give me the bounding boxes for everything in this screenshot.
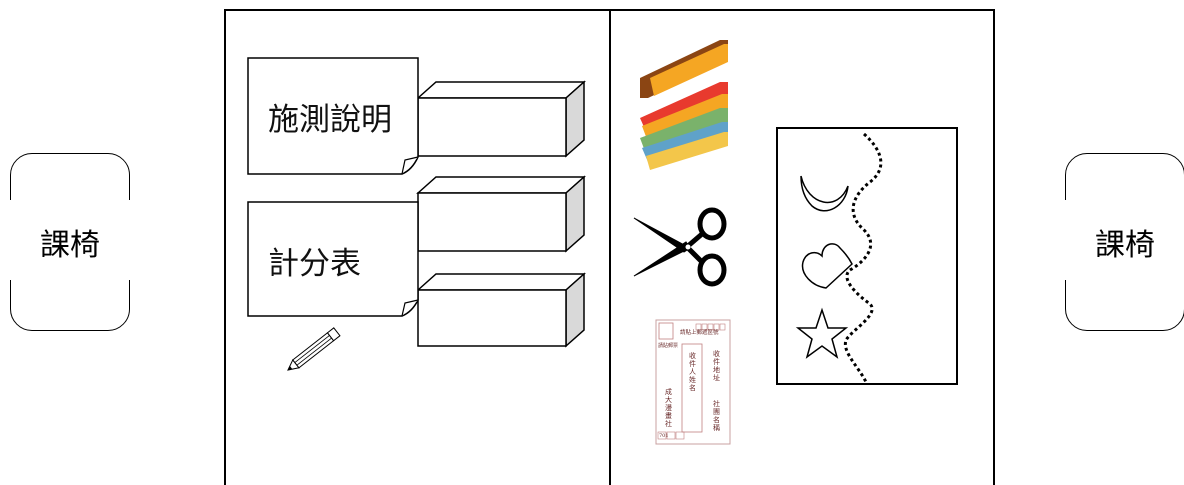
envelope-club: 社團名稱 xyxy=(713,400,720,432)
crayons-icon xyxy=(640,40,728,170)
envelope-sender: 成大漫畫社 xyxy=(665,388,672,428)
envelope-postal: 701 xyxy=(659,433,669,439)
envelope-stamp: 請貼郵票 xyxy=(658,343,679,349)
box-bottom xyxy=(416,272,586,348)
left-chair: 課椅 xyxy=(7,153,133,331)
dotted-cut-line xyxy=(843,132,883,383)
instructions-label: 施測說明 xyxy=(268,102,392,138)
left-chair-label: 課椅 xyxy=(40,228,100,263)
cutting-sheet-icon xyxy=(776,127,958,385)
right-chair: 課椅 xyxy=(1062,153,1184,331)
right-table xyxy=(609,9,995,485)
right-chair-label: 課椅 xyxy=(1095,228,1155,263)
envelope-title: 請貼上郵遞區號 xyxy=(680,330,719,336)
pencil-icon xyxy=(287,327,341,371)
scoresheet-label: 計分表 xyxy=(268,246,361,282)
note-instructions xyxy=(247,57,419,175)
envelope-recipient: 收件人姓名 xyxy=(689,352,696,392)
scissors-icon xyxy=(633,207,727,287)
box-middle xyxy=(416,175,586,253)
note-scoresheet xyxy=(247,201,419,317)
heart-shape xyxy=(801,243,853,289)
envelope-address: 收件地址 xyxy=(713,350,720,382)
star-shape xyxy=(795,307,849,359)
moon-shape xyxy=(800,175,849,212)
envelope-icon xyxy=(655,319,731,445)
box-top xyxy=(416,80,586,158)
